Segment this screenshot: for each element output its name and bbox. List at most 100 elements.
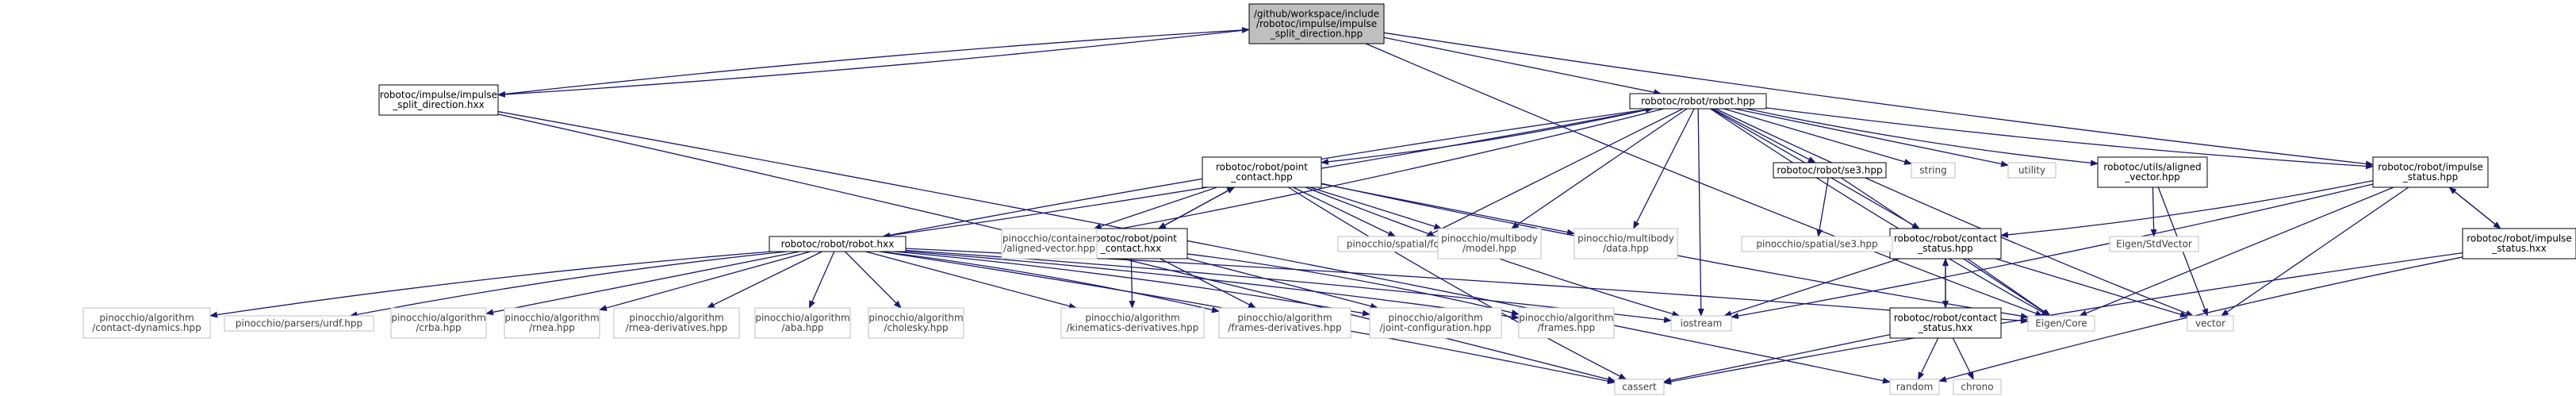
- node-label-line: utility: [2018, 164, 2045, 175]
- node-label-line: pinocchio/parsers/urdf.hpp: [236, 317, 362, 329]
- node-box: [1218, 307, 1351, 339]
- node-label-line: /model.hpp: [1462, 243, 1516, 254]
- node-isd-hxx[interactable]: robotoc/impulse/impulse_split_direction.…: [378, 84, 499, 116]
- edge-robot_hpp-to-iostream: [1697, 108, 1704, 317]
- node-label-line: pinocchio/algorithm: [868, 313, 963, 324]
- node-label-line: _split_direction.hxx: [392, 99, 484, 110]
- node-iostream: iostream: [1670, 315, 1732, 332]
- edge-isd_hxx-to-root: [497, 26, 1250, 96]
- node-box: [1060, 307, 1205, 339]
- node-label-line: robotoc/robot/impulse: [2467, 233, 2572, 244]
- node-label-line: /contact-dynamics.hpp: [92, 322, 201, 333]
- node-label-line: robotoc/robot/point: [1085, 233, 1177, 244]
- node-label-line: cassert: [1622, 381, 1657, 392]
- node-label-line: /data.hpp: [1603, 243, 1649, 254]
- node-label-line: _status.hpp: [1917, 243, 1973, 254]
- edge-impulse_status_hxx-to-impulse_status_hpp: [2448, 186, 2501, 229]
- edge-isd_hxx-to-random: [497, 110, 1891, 384]
- edge-root-to-impulse_status_hpp: [1383, 32, 2374, 167]
- node-cassert: cassert: [1614, 379, 1665, 395]
- node-label-line: /aba.hpp: [781, 322, 823, 333]
- node-box: [390, 307, 487, 339]
- node-robot-hxx[interactable]: robotoc/robot/robot.hxx: [769, 236, 907, 252]
- node-label-line: /joint-configuration.hpp: [1380, 322, 1492, 333]
- node-pin-model: pinocchio/multibody/model.hpp: [1437, 228, 1542, 260]
- edge-robot_hpp-to-string: [1723, 108, 1912, 165]
- node-label-line: pinocchio/algorithm: [391, 313, 485, 324]
- node-label-line: /kinematics-derivatives.hpp: [1067, 322, 1199, 333]
- node-label-line: robotoc/impulse/impulse: [380, 90, 497, 101]
- node-label-line: /rnea.hpp: [529, 322, 575, 333]
- node-contact-status-hpp[interactable]: robotoc/robot/contact_status.hpp: [1889, 228, 2002, 260]
- node-pin-aba: pinocchio/algorithm/aba.hpp: [754, 307, 851, 339]
- edge-point_contact_hpp-to-pin_aligned_vector: [1093, 186, 1217, 229]
- node-box: [82, 307, 211, 339]
- node-box: [1911, 162, 1956, 179]
- edge-robot_hpp-to-pin_force: [1425, 108, 1684, 237]
- node-label-line: /github/workspace/include: [1254, 8, 1379, 19]
- edge-contact_status_hxx-to-chrono: [1952, 337, 1974, 380]
- node-impulse-status-hpp[interactable]: robotoc/robot/impulse_status.hpp: [2372, 156, 2489, 188]
- node-aligned-vector-hpp[interactable]: robotoc/utils/aligned_vector.hpp: [2097, 156, 2208, 188]
- node-box: [754, 307, 851, 339]
- node-chrono: chrono: [1953, 379, 2002, 395]
- node-pin-frames: pinocchio/algorithm/frames.hpp: [1518, 307, 1615, 339]
- edge-root-to-eigen_core: [1365, 43, 2044, 317]
- node-box: [769, 236, 907, 252]
- node-label-line: _split_direction.hpp: [1270, 28, 1363, 39]
- edge-robot_hpp-to-point_contact_hpp: [1321, 108, 1652, 165]
- edge-root-to-isd_hxx: [497, 29, 1250, 98]
- edge-point_contact_hxx-to-pin_kin_deriv: [1129, 258, 1136, 309]
- edge-point_contact_hxx-to-pin_frames_deriv: [1160, 258, 1257, 309]
- edge-robot_hxx-to-pin_aba: [808, 251, 835, 309]
- node-root[interactable]: /github/workspace/include/robotoc/impuls…: [1248, 3, 1385, 44]
- node-box: [868, 307, 964, 339]
- node-box: [1889, 228, 2002, 260]
- edge-robot_hpp-to-pin_model: [1511, 108, 1688, 229]
- node-eigen-stdvector: Eigen/StdVector: [2109, 236, 2199, 252]
- node-pin-contact-dyn: pinocchio/algorithm/contact-dynamics.hpp: [82, 307, 211, 339]
- edge-contact_status_hpp-to-iostream: [1723, 258, 1899, 317]
- node-box: [1369, 307, 1502, 339]
- node-label-line: /frames.hpp: [1538, 322, 1596, 333]
- node-box: [2109, 236, 2199, 252]
- edge-robot_hxx-to-pin_crba: [485, 251, 800, 316]
- node-label-line: /robotoc/impulse/impulse: [1256, 18, 1377, 29]
- edge-robot_hpp-to-vector: [1715, 108, 2195, 317]
- node-label-line: /rnea-derivatives.hpp: [626, 322, 728, 333]
- node-pin-joint-config: pinocchio/algorithm/joint-configuration.…: [1369, 307, 1502, 339]
- node-robot-hpp[interactable]: robotoc/robot/robot.hpp: [1629, 93, 1767, 110]
- node-label-line: pinocchio/algorithm: [629, 313, 723, 324]
- edge-robot_hpp-to-eigen_core: [1710, 108, 2050, 317]
- node-contact-status-hxx[interactable]: robotoc/robot/contact_status.hxx: [1889, 307, 2002, 339]
- node-label-line: robotoc/robot/robot.hpp: [1641, 95, 1755, 106]
- node-label-line: pinocchio/container: [1002, 233, 1096, 244]
- node-pin-kin-deriv: pinocchio/algorithm/kinematics-derivativ…: [1060, 307, 1205, 339]
- node-box: [2187, 315, 2234, 332]
- node-label-line: string: [1919, 164, 1946, 175]
- node-label-line: robotoc/robot/contact: [1894, 233, 1998, 244]
- node-random: random: [1889, 379, 1940, 395]
- edge-robot_hxx-to-pin_rnea_deriv: [706, 251, 822, 309]
- node-label-line: robotoc/robot/robot.hxx: [781, 238, 895, 249]
- node-label-line: /cholesky.hpp: [884, 322, 948, 333]
- node-box: [378, 84, 499, 116]
- node-label-line: _status.hpp: [2402, 171, 2459, 183]
- node-box: [1614, 379, 1665, 395]
- node-point-contact-hpp[interactable]: robotoc/robot/point_contact.hpp: [1202, 156, 1322, 188]
- node-box: [1574, 228, 1678, 260]
- edge-point_contact_hxx-to-pin_joint_config: [1186, 257, 1379, 309]
- node-impulse-status-hxx[interactable]: robotoc/robot/impulse_status.hxx: [2462, 228, 2576, 260]
- edge-point_contact_hpp-to-pin_model: [1309, 186, 1443, 230]
- node-box: [1889, 379, 1940, 395]
- edge-point_contact_hxx-to-point_contact_hpp: [1158, 186, 1236, 229]
- node-pin-data: pinocchio/multibody/data.hpp: [1574, 228, 1678, 260]
- node-pin-crba: pinocchio/algorithm/crba.hpp: [390, 307, 487, 339]
- node-label-line: pinocchio/algorithm: [1237, 313, 1332, 324]
- node-box: [1670, 315, 1732, 332]
- node-se3-hpp[interactable]: robotoc/robot/se3.hpp: [1773, 162, 1887, 179]
- node-box: [1248, 3, 1385, 44]
- node-box: [1741, 236, 1893, 252]
- node-box: [504, 307, 600, 339]
